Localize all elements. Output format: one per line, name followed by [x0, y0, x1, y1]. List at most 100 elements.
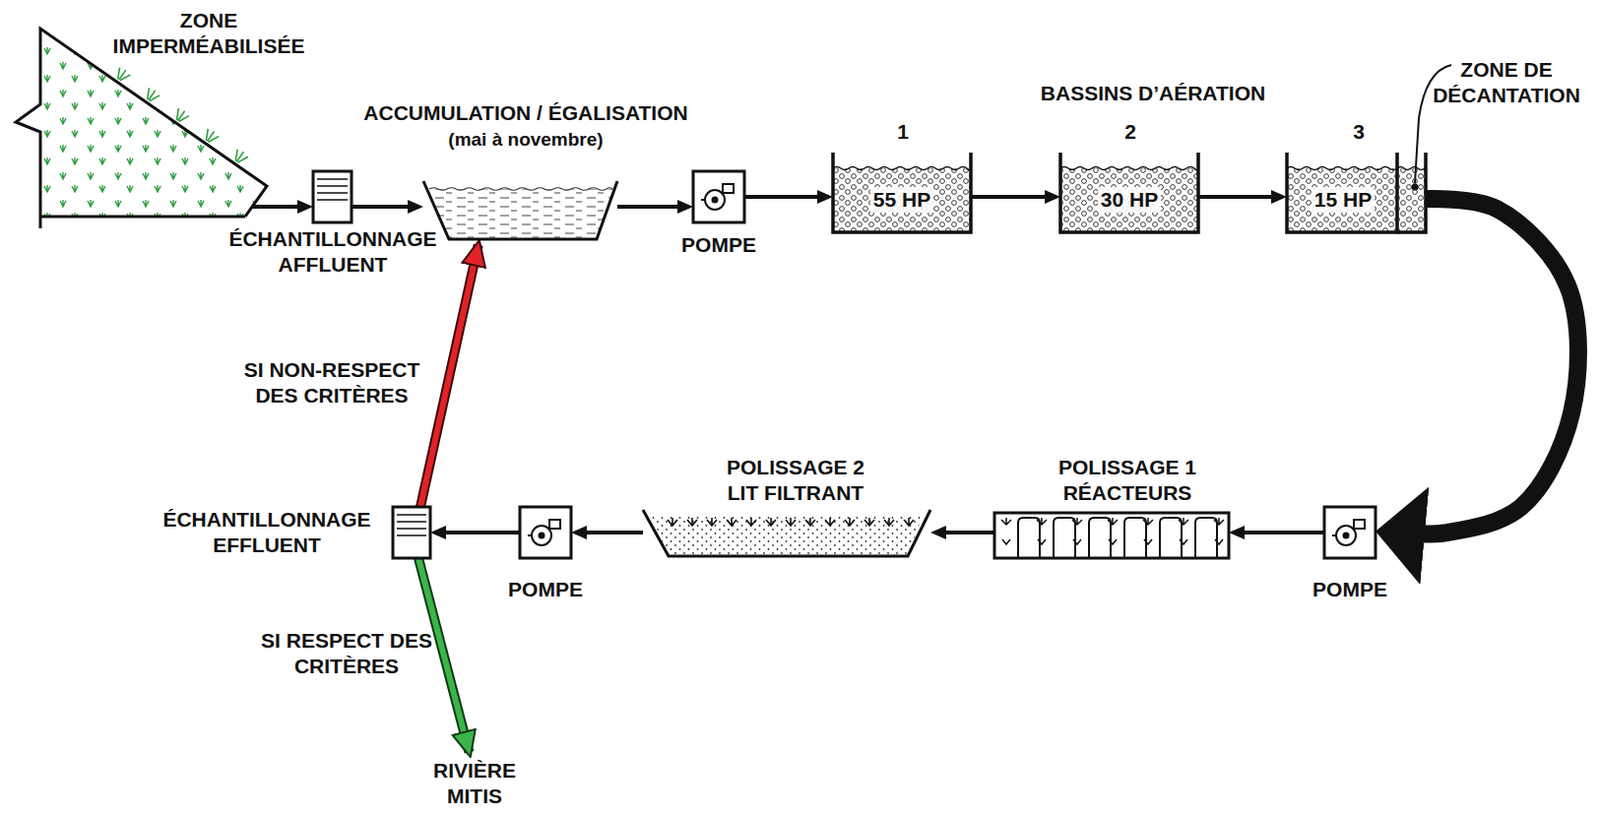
node-shape [693, 171, 745, 223]
pump-shaft [1332, 528, 1358, 536]
filter-bed: POLISSAGE 2 LIT FILTRANT [642, 510, 931, 557]
node-text: POMPE [669, 232, 768, 258]
tank-outline [1060, 152, 1199, 233]
sampler-box: ÉCHANTILLONNAGE EFFLUENT [392, 507, 431, 559]
settling-fill [1397, 168, 1426, 233]
pump-box: POMPE [519, 507, 572, 559]
filter-media [650, 515, 923, 557]
node-text: 2 [1110, 119, 1151, 145]
sampler-box: ÉCHANTILLONNAGE AFFLUENT [313, 171, 352, 223]
leader-line [1414, 64, 1452, 184]
node-text: 1 [883, 119, 923, 145]
pump-motor [549, 519, 561, 529]
connector-outline [420, 245, 479, 508]
node-text: 30 HP [1097, 187, 1161, 213]
flow-connector [744, 194, 830, 199]
node-text: 3 [1339, 119, 1379, 145]
aeration-tank: 155 HP [832, 152, 971, 233]
sampler-outline [392, 507, 431, 559]
node-text: 55 HP [852, 187, 952, 213]
pump-outline [519, 507, 572, 559]
drainage-zone: ZONE IMPERMÉABILISÉE [11, 27, 253, 230]
group-heading: BASSINS D’AÉRATION [995, 80, 1311, 107]
pervious-area [40, 28, 267, 217]
pump-shaft [527, 528, 554, 536]
flow-connector [418, 558, 469, 753]
flow-connector [1389, 198, 1579, 535]
pump-impeller [1343, 532, 1350, 540]
water-surface [1060, 167, 1199, 171]
flow-connector [420, 245, 479, 508]
flow-connector [617, 204, 690, 209]
flow-connector [1232, 530, 1325, 535]
pump-box: POMPE [1324, 507, 1376, 559]
edge-label: SI RESPECT DES CRITÈRES [248, 628, 446, 679]
filter-plants [667, 517, 914, 526]
node-text: 55 HP [870, 187, 934, 213]
node-text: (mai à novembre) [402, 128, 649, 151]
reactor-housing [994, 512, 1229, 559]
reactor-plants [1001, 517, 1224, 545]
node-text: ÉCHANTILLONNAGE EFFLUENT [151, 507, 384, 558]
river-outlet: RIVIÈRE MITIS [425, 758, 524, 809]
node-shape [1324, 507, 1376, 559]
grass-tufts [118, 67, 249, 164]
node-shape [519, 507, 572, 559]
flow-connector [575, 530, 643, 535]
basin-water [428, 189, 614, 240]
node-shape [313, 171, 352, 223]
aeration-bubbles [832, 168, 971, 233]
reactor-bank: POLISSAGE 1 RÉACTEURS [994, 512, 1229, 559]
sampler-lines [317, 179, 348, 200]
node-shape [642, 510, 931, 557]
pump-impeller [711, 196, 719, 204]
flow-connector [351, 204, 420, 209]
node-text: ÉCHANTILLONNAGE AFFLUENT [217, 226, 449, 277]
settling-zone: ZONE DE DÉCANTATION [1397, 152, 1426, 233]
node-text: 15 HP [1295, 187, 1391, 213]
reactor-vessels [1018, 517, 1217, 559]
node-shape [392, 507, 431, 559]
connector-outline [418, 558, 469, 753]
sampler-lines [396, 514, 427, 536]
tank-outline [1286, 152, 1398, 233]
node-shape [423, 181, 618, 240]
flow-connector [970, 194, 1057, 199]
pump-outline [693, 171, 745, 223]
settling-outline [1397, 152, 1426, 233]
zone-outline [15, 28, 267, 229]
node-text: 15 HP [1311, 187, 1375, 213]
aeration-bubbles [1060, 168, 1199, 233]
flow-connector [252, 204, 310, 209]
water-surface [832, 167, 971, 171]
node-text: ZONE DE DÉCANTATION [1425, 57, 1589, 108]
node-text: POLISSAGE 2 LIT FILTRANT [714, 454, 878, 506]
tank-outline [832, 152, 971, 233]
water-surface [1397, 167, 1426, 171]
node-text: POMPE [496, 576, 595, 603]
water-surface [1286, 167, 1398, 171]
pump-motor [722, 184, 734, 193]
node-text: ZONE IMPERMÉABILISÉE [103, 7, 316, 59]
aeration-tank: 315 HP [1286, 152, 1398, 233]
aeration-tank: 230 HP [1060, 152, 1199, 233]
basin-outline [423, 181, 618, 240]
node-shape [1397, 152, 1426, 233]
flow-connector [434, 530, 520, 535]
node-text: POLISSAGE 1 RÉACTEURS [1046, 454, 1210, 506]
node-text: 30 HP [1080, 187, 1179, 213]
flow-connector [934, 530, 995, 535]
edge-label: SI NON-RESPECT DES CRITÈRES [233, 357, 431, 408]
sampler-outline [313, 171, 352, 223]
node-shape [11, 27, 253, 230]
pump-shaft [701, 192, 727, 200]
pump-outline [1324, 507, 1376, 559]
pump-box: POMPE [693, 171, 745, 223]
node-shape [994, 512, 1229, 559]
node-text: ACCUMULATION / ÉGALISATION [338, 100, 713, 127]
node-text: POMPE [1300, 576, 1400, 603]
equalization-basin: ACCUMULATION / ÉGALISATION(mai à novembr… [423, 181, 618, 240]
water-surface [429, 188, 613, 192]
